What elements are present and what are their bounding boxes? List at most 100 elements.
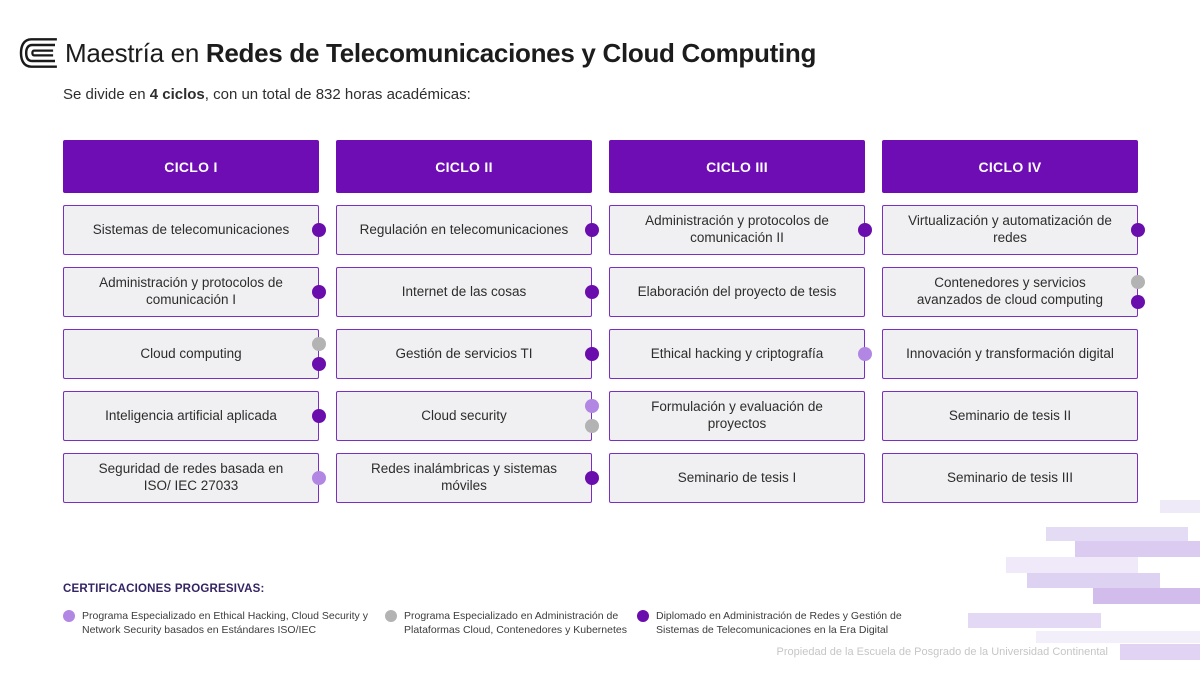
course-box: Administración y protocolos de comunicac… [63,267,326,317]
dark-purple-dot-icon [637,610,649,622]
gray-dot-icon [385,610,397,622]
certification-dots [312,337,326,371]
subtitle-prefix: Se divide en [63,86,150,103]
course-box: Seminario de tesis III [882,453,1138,503]
page-title-bold: Redes de Telecomunicaciones y Cloud Comp… [205,37,817,68]
decorative-bar [1120,644,1200,660]
certification-dots [312,285,326,299]
certification-dots [1131,223,1145,237]
certification-dots [585,471,599,485]
cycle-column-3: CICLO III Administración y protocolos de… [609,140,872,515]
course-box: Ethical hacking y criptografía [609,329,872,379]
certification-dots [312,471,326,485]
course-box: Gestión de servicios TI [336,329,599,379]
decorative-bar [968,613,1101,628]
dark-certification-dot-icon [585,285,599,299]
cycle-column-4: CICLO IV Virtualización y automatización… [882,140,1145,515]
subtitle: Se divide en 4 ciclos, con un total de 8… [63,86,471,103]
course-name: Seminario de tesis III [946,469,1074,485]
light-certification-dot-icon [585,399,599,413]
certification-dots [585,223,599,237]
certification-dots [585,285,599,299]
cycle-header-label: CICLO III [706,158,768,175]
course-name: Formulación y evaluación de proyectos [651,399,823,431]
course-box: Virtualización y automatización de redes [882,205,1145,255]
course-box: Administración y protocolos de comunicac… [609,205,872,255]
cycle-header-label: CICLO II [435,158,493,175]
cycle-column-2: CICLO II Regulación en telecomunicacione… [336,140,599,515]
header: Maestría en Redes de Telecomunicaciones … [17,36,816,70]
course-name: Seguridad de redes basada en ISO/ IEC 27… [98,461,284,493]
course-name: Internet de las cosas [401,283,527,299]
cycle-header-1: CICLO I [63,140,319,193]
legend-item-text: Programa Especializado en Ethical Hackin… [82,610,368,637]
certification-dots [585,399,599,433]
decorative-bar [1006,557,1138,573]
light-purple-dot-icon [63,610,75,622]
dark-certification-dot-icon [1131,295,1145,309]
decorative-bar [1036,631,1200,643]
dark-certification-dot-icon [585,223,599,237]
cycle-header-label: CICLO I [164,158,218,175]
curriculum-grid: CICLO I Sistemas de telecomunicaciones A… [63,140,1145,515]
light-certification-dot-icon [312,471,326,485]
course-box: Internet de las cosas [336,267,599,317]
decorative-bar [1046,527,1188,541]
course-box: Elaboración del proyecto de tesis [609,267,865,317]
course-name: Sistemas de telecomunicaciones [92,221,290,237]
dark-certification-dot-icon [312,409,326,423]
course-name: Virtualización y automatización de redes [908,213,1112,245]
gray-certification-dot-icon [1131,275,1145,289]
universidad-continental-logo-icon [19,38,57,68]
course-box: Contenedores y servicios avanzados de cl… [882,267,1145,317]
gray-certification-dot-icon [312,337,326,351]
light-certification-dot-icon [858,347,872,361]
certifications-legend: CERTIFICACIONES PROGRESIVAS: Programa Es… [63,583,963,649]
legend-item-text: Programa Especializado en Administración… [404,610,627,637]
course-box: Cloud computing [63,329,326,379]
legend-item-ethical-hacking: Programa Especializado en Ethical Hackin… [63,609,370,637]
subtitle-bold: 4 ciclos [149,86,205,103]
decorative-bar [1075,541,1200,557]
dark-certification-dot-icon [1131,223,1145,237]
certification-dots [312,223,326,237]
copyright-note: Propiedad de la Escuela de Posgrado de l… [776,646,1108,658]
cycle-column-1: CICLO I Sistemas de telecomunicaciones A… [63,140,326,515]
subtitle-suffix: , con un total de 832 horas académicas: [204,86,471,103]
course-name: Regulación en telecomunicaciones [359,221,569,237]
course-name: Contenedores y servicios avanzados de cl… [916,275,1104,307]
course-name: Seminario de tesis II [948,407,1072,423]
course-box: Innovación y transformación digital [882,329,1138,379]
legend-item-diplomado: Diplomado en Administración de Redes y G… [637,609,908,637]
decorative-bar [1160,500,1200,513]
legend-title: CERTIFICACIONES PROGRESIVAS: [63,583,265,595]
course-box: Regulación en telecomunicaciones [336,205,599,255]
certification-dots [585,347,599,361]
dark-certification-dot-icon [858,223,872,237]
cycle-header-label: CICLO IV [978,158,1042,175]
course-box: Redes inalámbricas y sistemas móviles [336,453,599,503]
course-name: Gestión de servicios TI [395,345,533,361]
page-title-regular: Maestría en [65,37,206,68]
dark-certification-dot-icon [312,223,326,237]
dark-certification-dot-icon [585,471,599,485]
legend-item-text: Diplomado en Administración de Redes y G… [656,610,902,637]
cycle-header-2: CICLO II [336,140,592,193]
course-name: Seminario de tesis I [677,469,797,485]
course-box: Cloud security [336,391,599,441]
course-name: Administración y protocolos de comunicac… [645,213,829,245]
decorative-bar [1027,573,1160,588]
page-title: Maestría en Redes de Telecomunicaciones … [65,38,816,69]
course-box: Seguridad de redes basada en ISO/ IEC 27… [63,453,326,503]
course-box: Formulación y evaluación de proyectos [609,391,865,441]
dark-certification-dot-icon [585,347,599,361]
course-name: Inteligencia artificial aplicada [105,407,277,423]
certification-dots [1131,275,1145,309]
certification-dots [858,347,872,361]
course-box: Sistemas de telecomunicaciones [63,205,326,255]
dark-certification-dot-icon [312,285,326,299]
course-name: Elaboración del proyecto de tesis [637,283,837,299]
gray-certification-dot-icon [585,419,599,433]
certification-dots [312,409,326,423]
certification-dots [858,223,872,237]
